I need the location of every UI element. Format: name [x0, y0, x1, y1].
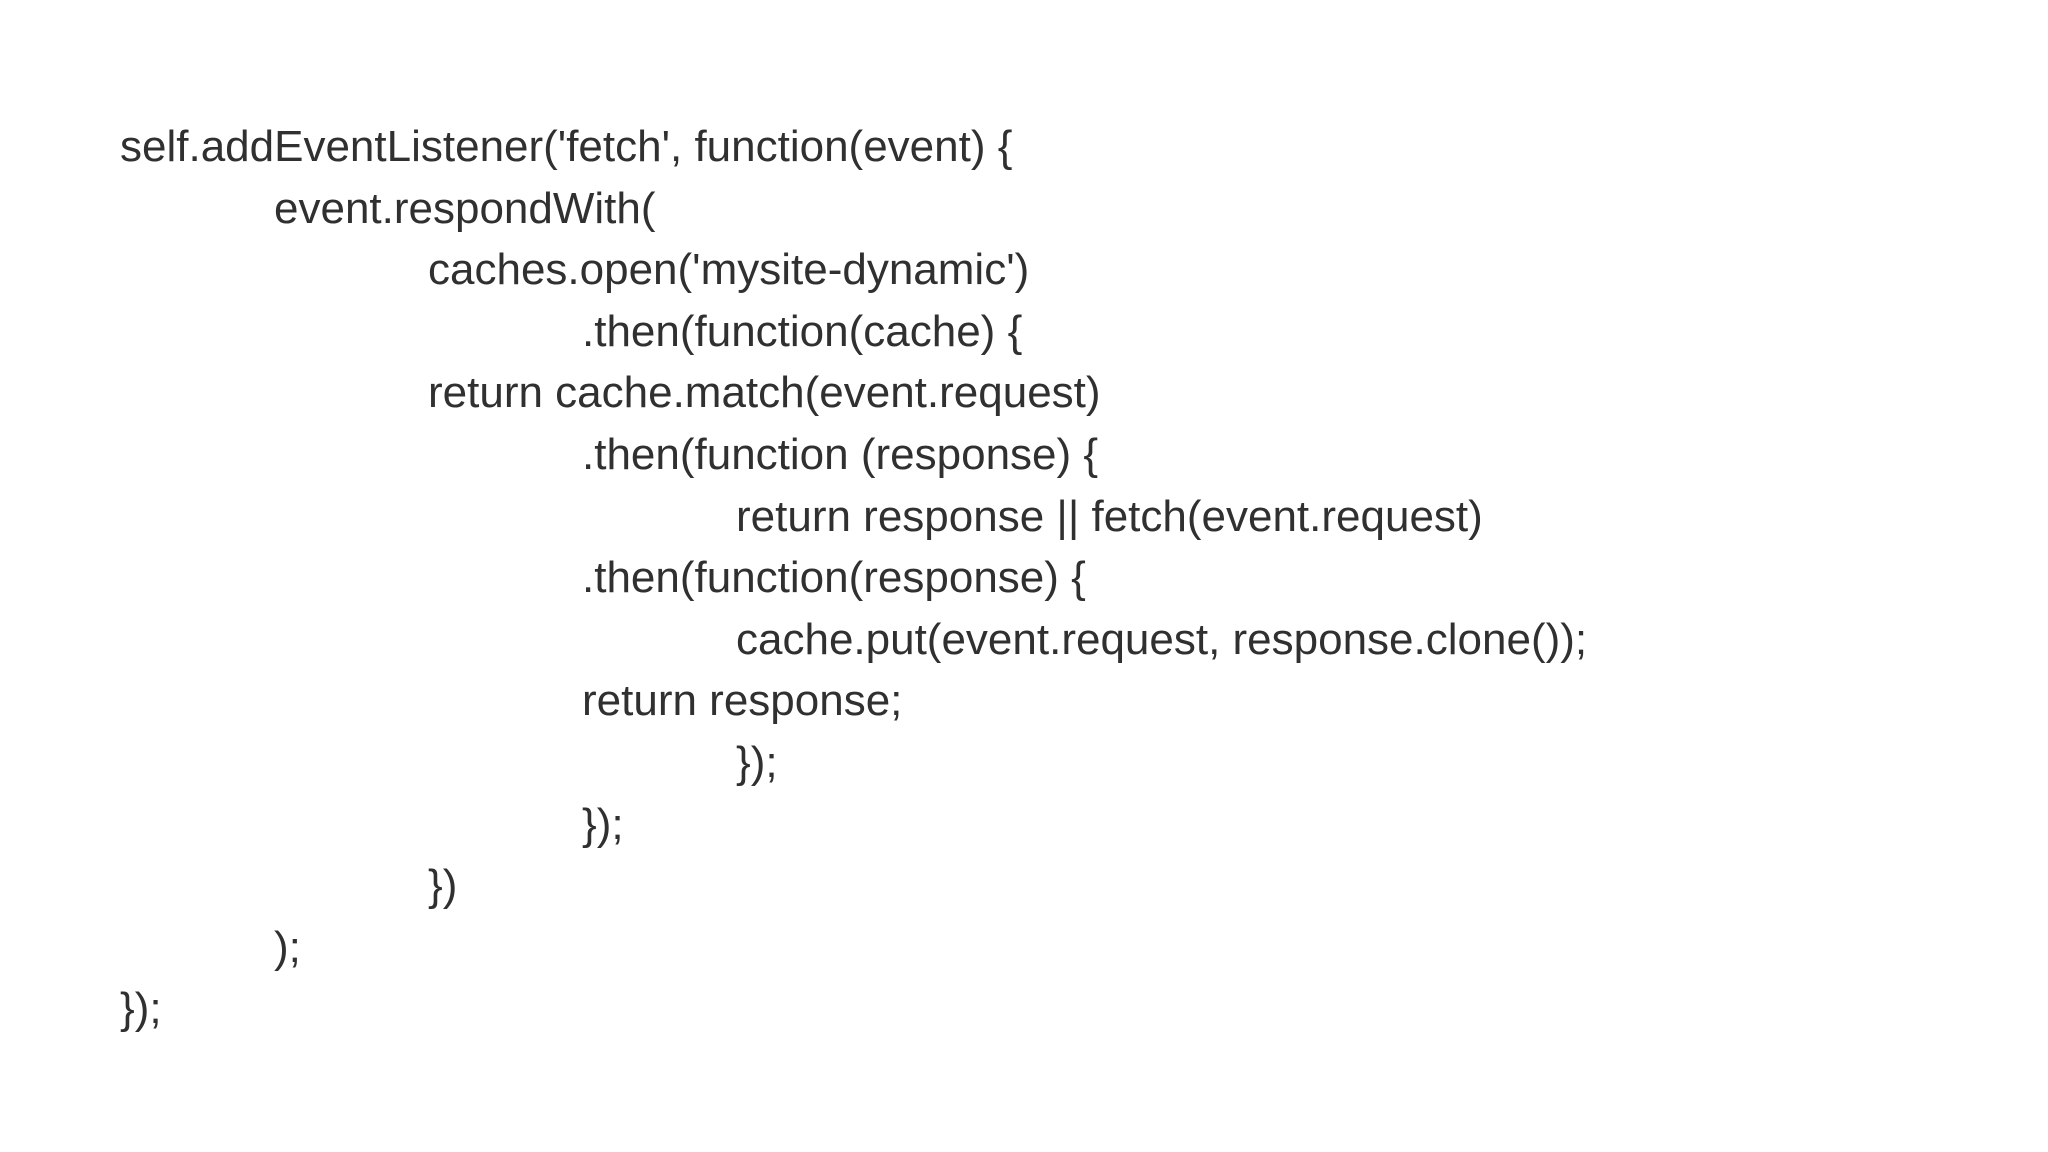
code-line: .then(function (response) {: [582, 429, 1099, 479]
code-line: });: [736, 737, 778, 787]
code-line: }): [428, 861, 458, 911]
code-block: self.addEventListener('fetch', function(…: [0, 116, 2048, 1040]
code-line: return cache.match(event.request): [428, 368, 1101, 418]
code-line: return response;: [582, 676, 903, 726]
code-line: cache.put(event.request, response.clone(…: [736, 614, 1588, 664]
code-line: });: [582, 799, 624, 849]
code-line: self.addEventListener('fetch', function(…: [120, 122, 1013, 171]
code-line: });: [120, 984, 162, 1034]
code-line: );: [274, 922, 301, 972]
code-line: .then(function(response) {: [582, 553, 1086, 603]
code-line: caches.open('mysite-dynamic'): [428, 245, 1030, 295]
code-line: .then(function(cache) {: [582, 306, 1023, 356]
code-line: event.respondWith(: [274, 183, 656, 233]
code-line: return response || fetch(event.request): [736, 491, 1483, 541]
